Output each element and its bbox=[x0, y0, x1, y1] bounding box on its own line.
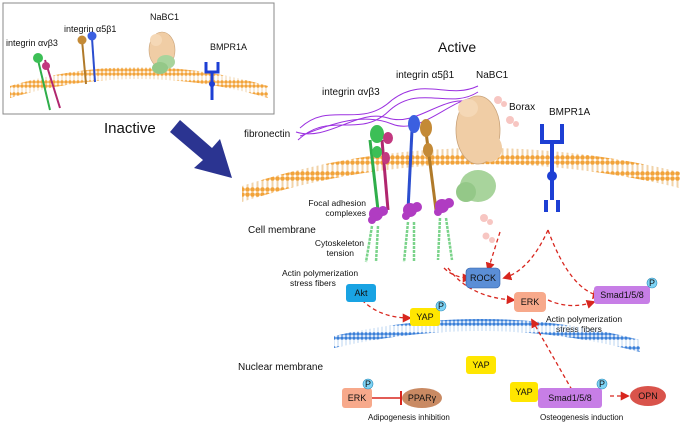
inset-frame bbox=[2, 2, 275, 115]
svg-text:YAP: YAP bbox=[472, 360, 489, 370]
svg-text:ERK: ERK bbox=[348, 393, 367, 403]
arrow-actin-rock bbox=[443, 267, 472, 283]
label-borax: Borax bbox=[509, 102, 535, 113]
label-adipogenesis-inhibition: Adipogenesis inhibition bbox=[368, 413, 450, 422]
nabc1-transporter bbox=[455, 95, 502, 202]
svg-text:PPARγ: PPARγ bbox=[408, 393, 437, 403]
inset-integrin-avb3 bbox=[33, 53, 61, 111]
label-nuclear-membrane: Nuclear membrane bbox=[238, 362, 323, 373]
node-yap-nucleus: YAP bbox=[466, 356, 496, 374]
svg-text:YAP: YAP bbox=[515, 387, 532, 397]
transition-arrow bbox=[170, 120, 232, 178]
label-actin-right-1: Actin polymerization bbox=[546, 314, 622, 324]
node-ppar-gamma: PPARγ bbox=[402, 388, 442, 408]
arrow-akt-yap bbox=[361, 299, 412, 323]
label-fibronectin: fibronectin bbox=[244, 129, 290, 140]
inset-integrin-a5b1 bbox=[77, 31, 97, 85]
label-cell-membrane: Cell membrane bbox=[248, 225, 316, 236]
actin-filaments bbox=[364, 217, 454, 263]
label-actin-left-1: Actin polymerization bbox=[282, 268, 358, 278]
arrow-bmpr1a-rock bbox=[502, 229, 549, 281]
label-actin-left-2: stress fibers bbox=[290, 278, 336, 288]
svg-text:Smad1/5/8: Smad1/5/8 bbox=[548, 393, 592, 403]
label-focal-adhesion-2: complexes bbox=[325, 208, 366, 218]
cell-membrane bbox=[242, 148, 680, 202]
label-inactive: Inactive bbox=[104, 120, 156, 137]
label-nabc1: NaBC1 bbox=[476, 70, 509, 81]
label-integrin-a5b1: integrin α5β1 bbox=[396, 70, 455, 81]
svg-text:P: P bbox=[438, 301, 444, 311]
inset-label-bmpr1a: BMPR1A bbox=[210, 42, 247, 52]
node-yap-smad-complex: YAP Smad1/5/8 P bbox=[510, 378, 608, 408]
nuclear-membrane bbox=[334, 318, 640, 352]
inset-bmpr1a bbox=[204, 62, 220, 100]
svg-text:P: P bbox=[599, 379, 605, 389]
node-erk-cytoplasm: ERK bbox=[514, 292, 546, 312]
focal-adhesion-complexes bbox=[368, 198, 454, 224]
label-focal-adhesion-1: Focal adhesion bbox=[308, 198, 366, 208]
label-active: Active bbox=[438, 39, 476, 55]
node-erk-nucleus: ERK P bbox=[342, 378, 374, 408]
svg-text:P: P bbox=[649, 278, 655, 288]
svg-text:Smad1/5/8: Smad1/5/8 bbox=[600, 290, 644, 300]
svg-text:Akt: Akt bbox=[354, 288, 368, 298]
node-smad-cytoplasm: Smad1/5/8 P bbox=[594, 277, 658, 304]
signaling-arrows bbox=[361, 229, 630, 401]
inset-label-nabc1: NaBC1 bbox=[150, 12, 179, 22]
label-cytoskeleton-2: tension bbox=[327, 248, 355, 258]
svg-text:YAP: YAP bbox=[416, 312, 433, 322]
bmpr1a-receptor bbox=[540, 124, 564, 212]
arrow-nabc1-rock bbox=[485, 231, 501, 272]
label-integrin-avb3: integrin αvβ3 bbox=[322, 87, 380, 98]
inset-membrane bbox=[10, 67, 268, 98]
arrow-erk-smad bbox=[547, 299, 596, 309]
inset-label-integrin-avb3: integrin αvβ3 bbox=[6, 38, 58, 48]
svg-text:P: P bbox=[365, 379, 371, 389]
label-osteogenesis-induction: Osteogenesis induction bbox=[540, 413, 623, 422]
svg-text:ROCK: ROCK bbox=[470, 273, 496, 283]
borax-molecules bbox=[480, 96, 519, 243]
node-yap-cytoplasm: YAP P bbox=[410, 300, 447, 326]
svg-text:ERK: ERK bbox=[521, 297, 540, 307]
fibronectin-fibers bbox=[295, 85, 479, 141]
integrin-avb3 bbox=[368, 125, 393, 211]
inset-label-integrin-a5b1: integrin α5β1 bbox=[64, 24, 116, 34]
svg-text:OPN: OPN bbox=[638, 391, 658, 401]
arrow-bmpr1a-smad bbox=[547, 229, 602, 300]
label-bmpr1a: BMPR1A bbox=[549, 107, 590, 118]
arrow-actin-erk bbox=[447, 267, 516, 305]
integrin-a5b1 bbox=[406, 115, 438, 211]
node-opn: OPN bbox=[630, 386, 666, 406]
node-akt: Akt bbox=[346, 284, 376, 302]
node-rock: ROCK bbox=[465, 267, 501, 289]
inactive-inset: integrin αvβ3 integrin α5β1 NaBC1 BMPR1A bbox=[2, 2, 275, 115]
inset-nabc1 bbox=[148, 31, 176, 74]
label-cytoskeleton-1: Cytoskeleton bbox=[315, 238, 364, 248]
